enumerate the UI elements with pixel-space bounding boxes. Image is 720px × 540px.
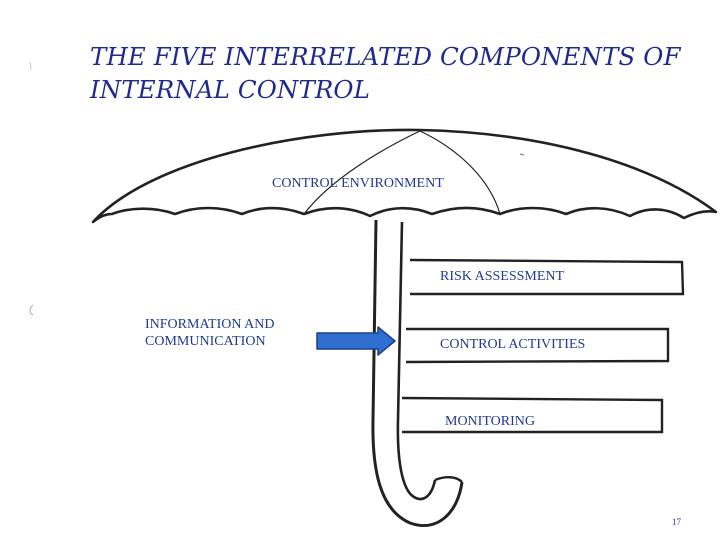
page-number: 17: [672, 517, 681, 527]
canopy-spine: [419, 130, 501, 215]
scan-mark: [29, 304, 34, 316]
component-bar-monitoring: [401, 396, 664, 434]
control-environment-label: CONTROL ENVIRONMENT: [272, 176, 444, 191]
slide-title: THE FIVE INTERRELATED COMPONENTS OF INTE…: [90, 40, 710, 106]
scan-mark: [29, 61, 32, 71]
canopy-spine: [303, 130, 421, 215]
umbrella-shaft: [371, 219, 464, 527]
scan-mark: [519, 153, 525, 156]
arrow-icon: [316, 326, 396, 356]
slide-title-line-2: INTERNAL CONTROL: [90, 75, 370, 104]
information-communication-line-1: INFORMATION AND: [145, 317, 275, 332]
umbrella-canopy: [91, 128, 718, 224]
information-communication-label: INFORMATION AND COMMUNICATION: [145, 316, 275, 350]
risk-assessment-label: RISK ASSESSMENT: [440, 269, 565, 284]
slide-title-line-1: THE FIVE INTERRELATED COMPONENTS OF: [90, 42, 681, 71]
monitoring-label: MONITORING: [445, 414, 535, 429]
information-communication-line-2: COMMUNICATION: [145, 334, 266, 349]
component-bar-risk: [409, 258, 685, 296]
component-bar-activities: [405, 327, 670, 364]
umbrella-shaft: [396, 221, 437, 501]
control-activities-label: CONTROL ACTIVITIES: [440, 337, 586, 352]
umbrella-handle-tip: [434, 476, 463, 483]
